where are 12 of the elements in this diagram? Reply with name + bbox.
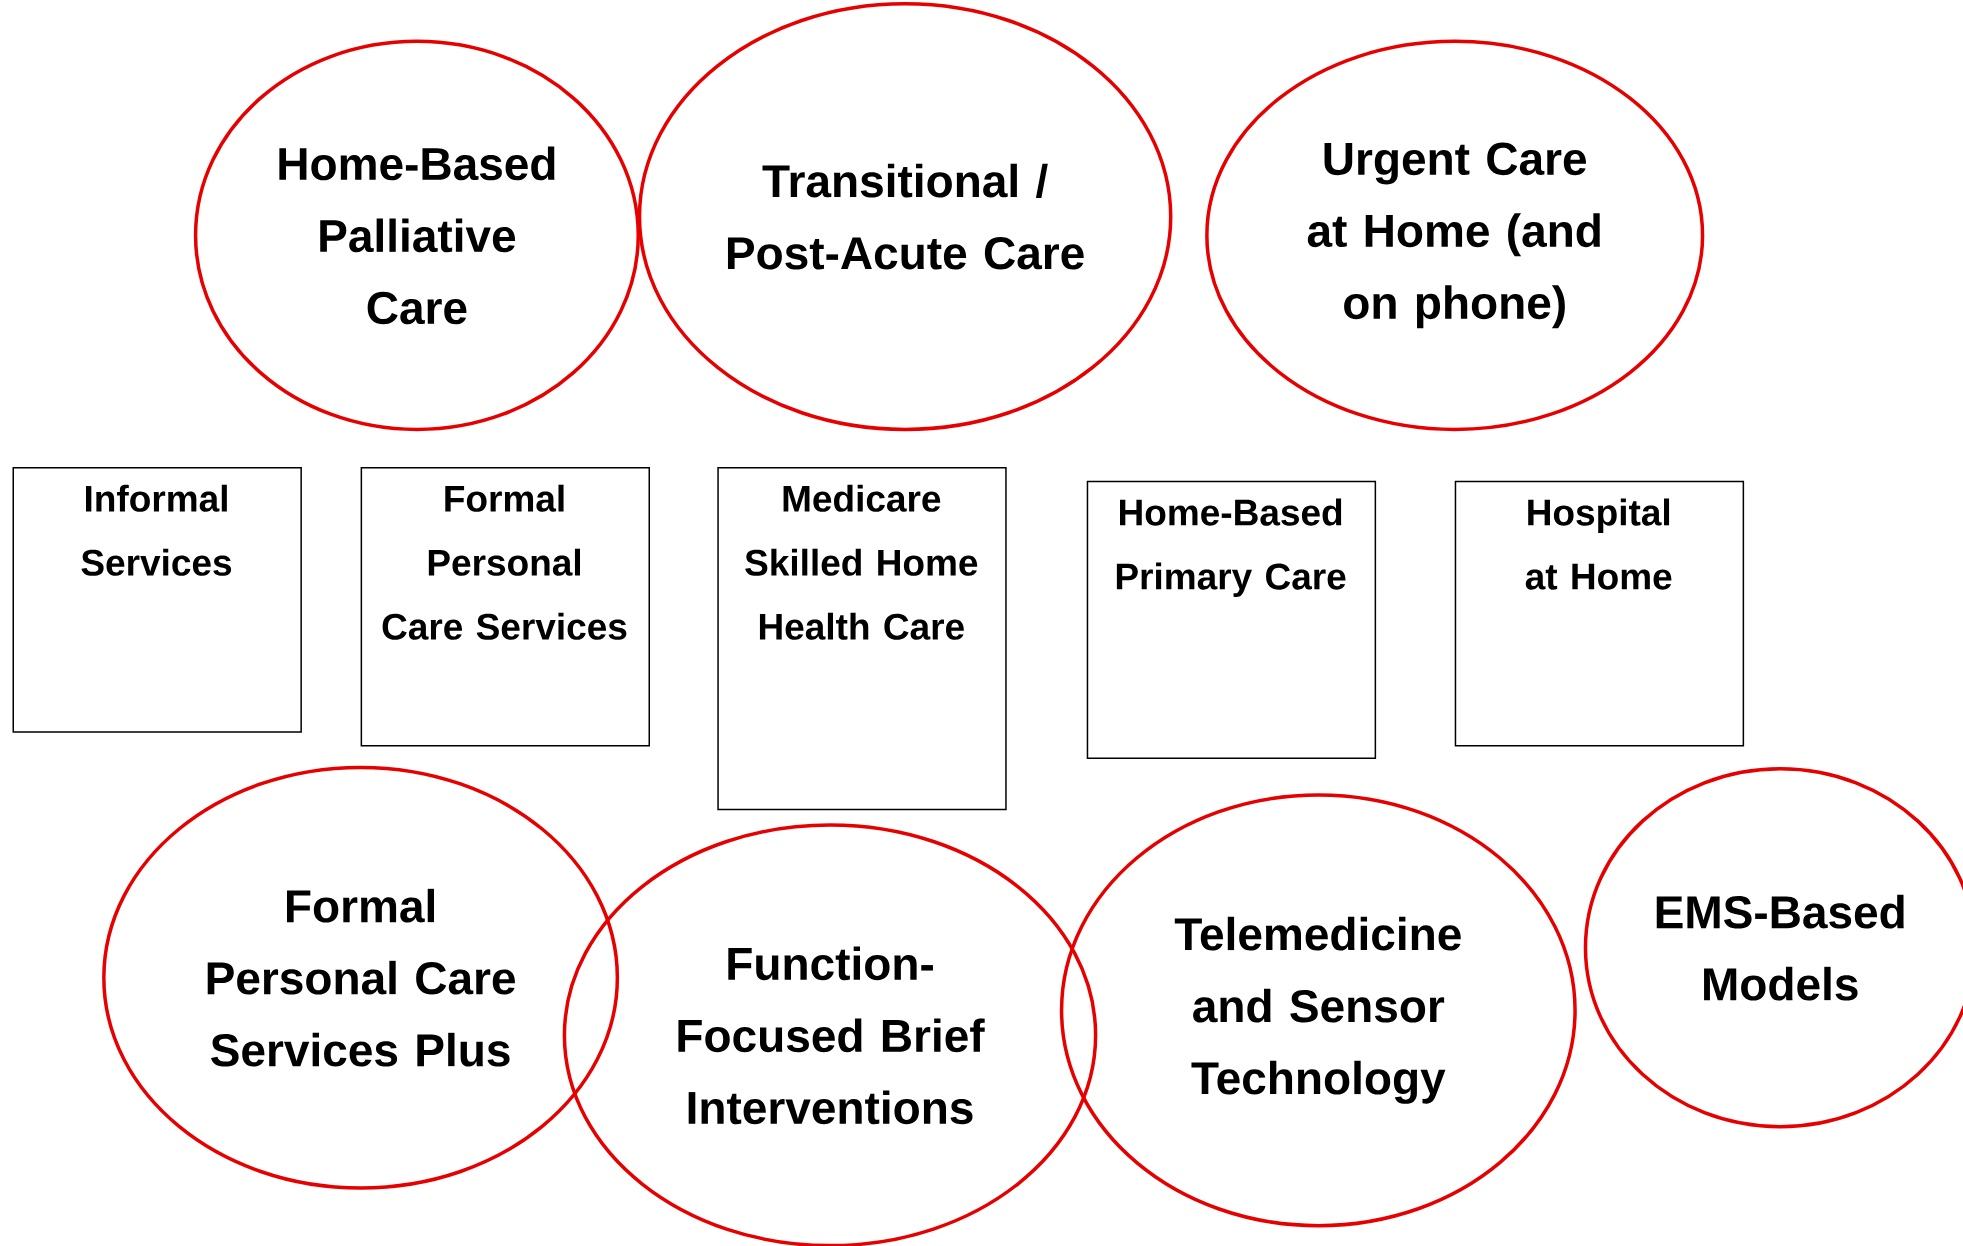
circle-label: Telemedicine and Sensor Technology [1059, 793, 1577, 1228]
circle-label: Function-Focused Brief Interventions [562, 823, 1098, 1246]
circle-label: Urgent Care at Home (and on phone) [1205, 39, 1705, 432]
service-box: Home-Based Primary Care [1086, 480, 1377, 759]
circle-label: Formal Personal Care Services Plus [102, 765, 620, 1190]
service-box: Formal Personal Care Services [360, 467, 650, 747]
circle-label: EMS-Based Models [1583, 766, 1963, 1129]
service-box: Informal Services [12, 467, 302, 733]
circle-label: Transitional / Post-Acute Care [637, 2, 1173, 432]
circle-label: Home-Based Palliative Care [193, 39, 640, 432]
service-box: Medicare Skilled Home Health Care [717, 467, 1007, 811]
service-box: Hospital at Home [1454, 480, 1745, 747]
